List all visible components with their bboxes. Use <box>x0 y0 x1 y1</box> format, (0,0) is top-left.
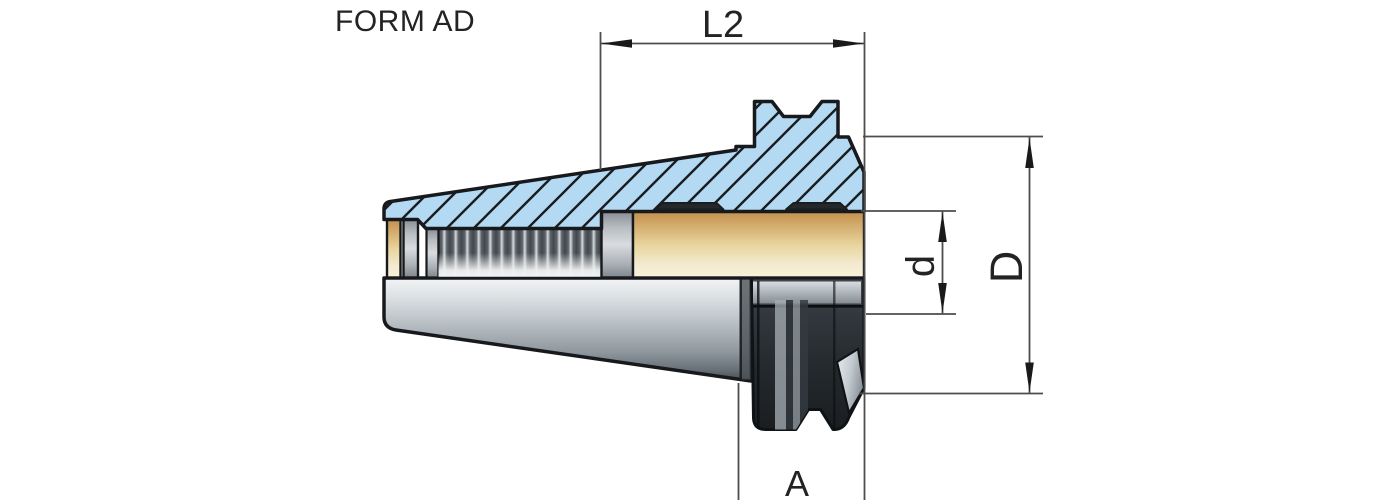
bore-entry-small-end <box>385 218 402 279</box>
taper-body-external <box>382 276 753 383</box>
coolant-slot-left <box>654 202 725 211</box>
external-lower-half <box>382 276 866 431</box>
flange-groove-line <box>753 305 864 308</box>
dimension-label-big-d: D <box>981 251 1032 284</box>
dimension-arrows <box>601 39 1034 393</box>
stop-ring-section <box>402 217 420 279</box>
d-arrow-up <box>938 212 947 242</box>
flange-edge-line-left <box>757 281 760 430</box>
flange-streak-dark-1 <box>786 300 793 430</box>
flange-chamfer-highlight <box>835 347 864 416</box>
dimension-label-a: A <box>785 463 809 500</box>
form-label: FORM AD <box>335 5 475 38</box>
big-d-arrow-down <box>1025 362 1034 393</box>
section-body-hatched <box>382 99 866 231</box>
section-internals <box>385 210 866 279</box>
flange-streak-light-1 <box>775 300 786 430</box>
coolant-slots <box>654 202 848 211</box>
flange-streak-light-2 <box>793 300 800 430</box>
taper-gauge-edge-line <box>739 279 742 380</box>
threaded-bore-fade <box>438 228 602 278</box>
bore-step-ring <box>600 210 635 279</box>
l2-arrow-right <box>833 39 864 48</box>
flange-shading <box>753 281 864 430</box>
flange-edge-line-right <box>833 281 836 430</box>
taper-gauge-edge-shade <box>740 279 751 380</box>
thread-lead-band <box>425 227 440 279</box>
dimension-label-l2: L2 <box>702 4 744 46</box>
dimension-label-d: d <box>899 255 943 277</box>
drawing-labels: FORM AD L2 d D A <box>335 4 1032 500</box>
l2-arrow-left <box>601 39 632 48</box>
coolant-slot-right <box>785 202 848 211</box>
flange-streak-dark-2 <box>800 300 808 430</box>
main-bore <box>631 210 866 279</box>
big-d-arrow-up <box>1025 138 1034 168</box>
d-arrow-down <box>938 283 947 313</box>
